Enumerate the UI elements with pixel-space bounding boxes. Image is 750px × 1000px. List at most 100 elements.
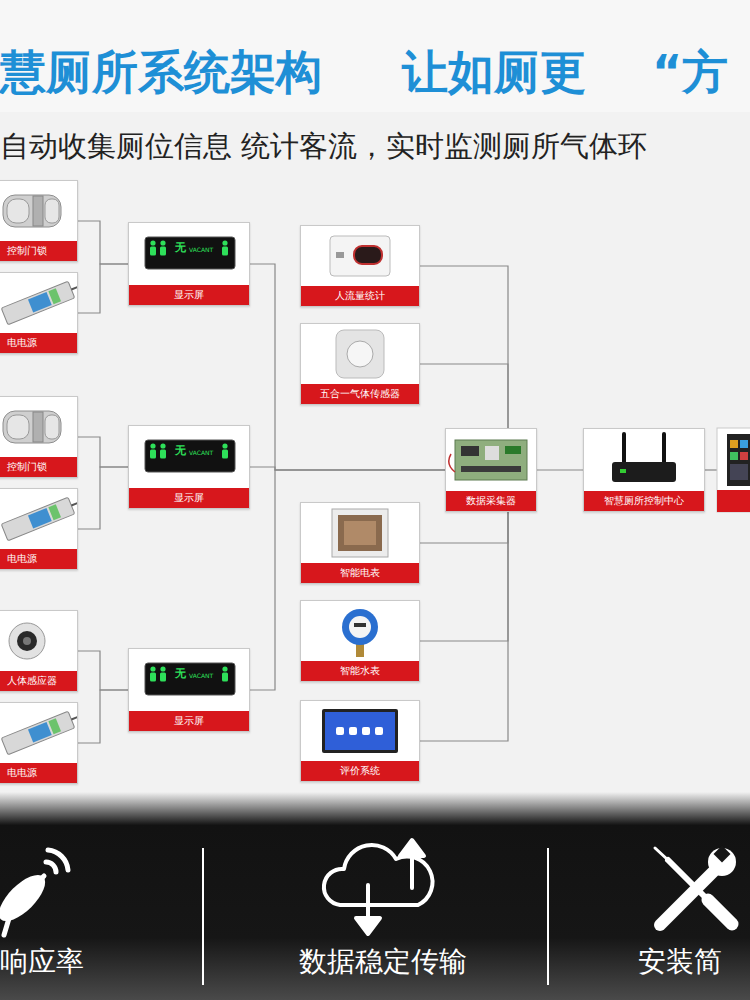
counter-picture: [301, 226, 419, 286]
power-picture: [0, 703, 77, 763]
wmeter-picture: [301, 601, 419, 661]
label-bar: 显示屏: [129, 488, 249, 508]
power-box: 电电源: [0, 272, 78, 354]
emeter-drawing: [332, 509, 388, 557]
node-label: 电电源: [3, 337, 73, 348]
device-picture: [301, 601, 419, 661]
device-picture: [584, 429, 704, 491]
display-box: 显示屏: [128, 648, 250, 732]
label-bar: 控制门锁: [0, 241, 77, 261]
device-picture: [0, 397, 77, 457]
node-label: 智能水表: [305, 665, 415, 676]
lock-drawing: [3, 411, 61, 443]
device-picture: [301, 226, 419, 286]
power-drawing: [1, 708, 77, 755]
node-label: 控制门锁: [3, 245, 73, 256]
label-bar: 电电源: [0, 549, 77, 569]
counter-drawing: [330, 236, 390, 276]
power-picture: [0, 489, 77, 549]
pcb-picture: [446, 429, 536, 491]
connector-line: [420, 512, 508, 741]
pcb-box: 数据采集器: [445, 428, 537, 512]
node-label: 评价系统: [305, 765, 415, 776]
node-label: 显示屏: [133, 492, 245, 503]
slogan-text: “方: [652, 46, 728, 99]
connector-line: [78, 467, 128, 529]
wire: [705, 469, 717, 470]
display-box: 显示屏: [128, 425, 250, 509]
display-drawing: [145, 663, 235, 695]
router-drawing: [612, 434, 676, 482]
gas-box: 五合一气体传感器: [300, 323, 420, 405]
device-picture: [301, 324, 419, 384]
lock-box: 控制门锁: [0, 396, 78, 478]
connector-line: [78, 690, 128, 743]
node-label: 数据采集器: [450, 495, 532, 506]
satellite-dish-icon: [0, 850, 68, 935]
node-label: 五合一气体传感器: [305, 388, 415, 399]
sensor-box: 人体感应器: [0, 610, 78, 692]
label-bar: 人体感应器: [0, 671, 77, 691]
connector-line: [78, 437, 128, 467]
label-bar: 显示屏: [129, 285, 249, 305]
lock-box: 控制门锁: [0, 180, 78, 262]
label-bar: 电电源: [0, 333, 77, 353]
label-bar: 智能水表: [301, 661, 419, 681]
sensor-picture: [0, 611, 77, 671]
feature-text: 安装简: [638, 946, 722, 978]
separator: [202, 848, 204, 985]
device-picture: [0, 273, 77, 333]
tablet-drawing: [322, 709, 398, 753]
display-drawing: [145, 237, 235, 269]
power-box: 电电源: [0, 702, 78, 784]
connector-line: [78, 221, 128, 264]
cut-off-device-box: [717, 428, 750, 512]
label-bar: 五合一气体传感器: [301, 384, 419, 404]
title-text: 慧厕所系统架构: [0, 46, 322, 99]
connector-line: [537, 469, 583, 470]
display-picture: [129, 649, 249, 711]
device-picture: [129, 223, 249, 285]
device-picture: [129, 426, 249, 488]
screen-text: 无: [175, 242, 186, 255]
connector-line: [420, 512, 508, 543]
slogan-text: 让如厕更: [402, 46, 586, 99]
label-bar: 数据采集器: [446, 491, 536, 511]
cloud-transfer-icon: [324, 840, 433, 934]
power-drawing: [1, 278, 77, 325]
screen-text: 无: [175, 668, 186, 681]
label-bar: 智慧厕所控制中心: [584, 491, 704, 511]
tools-icon: [655, 846, 736, 925]
sensor-drawing: [9, 623, 45, 659]
device-picture: [301, 701, 419, 761]
gas-picture: [301, 324, 419, 384]
label-bar: 人流量统计: [301, 286, 419, 306]
lock-drawing: [3, 195, 61, 227]
counter-box: 人流量统计: [300, 225, 420, 307]
node-label: 智慧厕所控制中心: [588, 495, 700, 506]
device-picture: [129, 649, 249, 711]
connector-line: [420, 364, 508, 428]
separator: [547, 848, 549, 985]
node-label: 人体感应器: [3, 675, 73, 686]
label-bar: 评价系统: [301, 761, 419, 781]
header-ground: [0, 0, 750, 112]
lock-picture: [0, 181, 77, 241]
device-picture: [0, 703, 77, 763]
display-picture: [129, 426, 249, 488]
feature-text: 数据稳定传输: [299, 946, 467, 978]
wmeter-drawing: [342, 609, 378, 657]
connector-line: [78, 264, 128, 313]
node-label: 电电源: [3, 553, 73, 564]
display-drawing: [145, 440, 235, 472]
screen-text: VACANT: [189, 450, 213, 457]
router-box: 智慧厕所控制中心: [583, 428, 705, 512]
connector-line: [78, 651, 128, 690]
node-label: 控制门锁: [3, 461, 73, 472]
subtitle-text: 自动收集厕位信息 统计客流，实时监测厕所气体环: [0, 130, 647, 163]
router-picture: [584, 429, 704, 491]
device-picture: [446, 429, 536, 491]
feature-band: [0, 792, 750, 1000]
connector-line: [420, 512, 508, 641]
